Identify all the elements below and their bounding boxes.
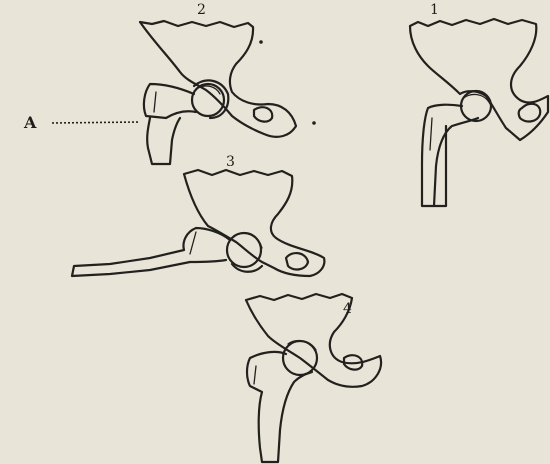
figure-2-dislocated-hip <box>140 21 316 164</box>
figure-3-dislocated-hip <box>72 170 324 276</box>
figure-4-dislocated-hip <box>246 294 381 462</box>
figure-1-label: 1 <box>430 3 439 17</box>
figure-4-label: 4 <box>343 302 352 316</box>
figure-3-label: 3 <box>226 155 235 169</box>
figure-1-normal-hip <box>410 19 548 206</box>
pointer-line-a <box>52 122 140 123</box>
pointer-a-label: A <box>24 115 36 131</box>
figure-2-label: 2 <box>197 3 206 17</box>
